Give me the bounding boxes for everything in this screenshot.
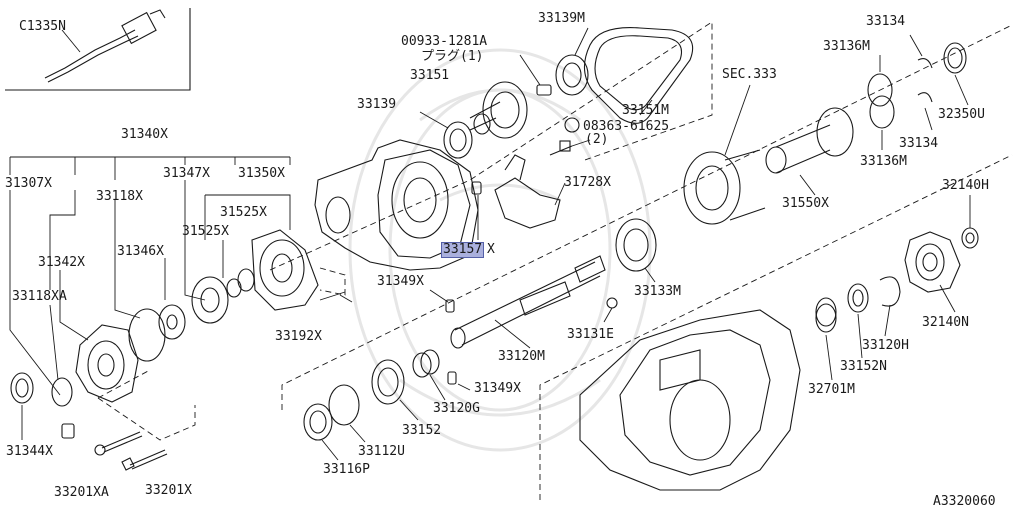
- o-rings: [226, 268, 255, 298]
- label-08363-61625: 08363-61625: [583, 119, 670, 134]
- assembly-guide-lines: [97, 21, 1013, 500]
- gear-33133m: [615, 218, 657, 283]
- label-c1335n: C1335N: [19, 19, 66, 34]
- label-33157-suffix: X: [487, 242, 495, 257]
- label-33139: 33139: [357, 97, 397, 112]
- oil-seal-31344x: [10, 372, 34, 404]
- label-31728x: 31728X: [564, 175, 611, 190]
- label-33120h: 33120H: [862, 338, 909, 353]
- label-32350u: 32350U: [938, 107, 985, 122]
- sealant-tube-inset: [5, 8, 191, 91]
- label-31550x: 31550X: [782, 196, 829, 211]
- label-33157-highlighted[interactable]: 33157: [440, 242, 485, 258]
- pin-33157: [471, 181, 482, 240]
- label-31307x: 31307X: [5, 176, 52, 191]
- label-00933-1281a: 00933-1281A: [401, 34, 488, 49]
- label-31349x-lower: 31349X: [474, 381, 521, 396]
- label-32140n: 32140N: [922, 315, 969, 330]
- snap-rings: [909, 34, 933, 131]
- watermark-logo: [348, 48, 652, 452]
- label-31525x-upper: 31525X: [220, 205, 267, 220]
- leader-33192x: [319, 291, 353, 303]
- snap-ring-33120h: [879, 276, 901, 337]
- rear-housing: [579, 309, 801, 491]
- plug: [519, 54, 552, 96]
- nut-32140h: [961, 195, 979, 249]
- label-plug-qty: プラグ(1): [421, 49, 484, 64]
- spacer-33112u: [328, 384, 366, 443]
- main-shaft: [450, 255, 606, 349]
- seal-33152n: [847, 283, 869, 359]
- label-33136m-lower: 33136M: [860, 154, 907, 169]
- pump-cover: [75, 324, 139, 403]
- label-33131e: 33131E: [567, 327, 614, 342]
- label-31342x: 31342X: [38, 255, 85, 270]
- label-31344x: 31344X: [6, 444, 53, 459]
- label-33151: 33151: [410, 68, 450, 83]
- bearing-33139m: [555, 27, 589, 96]
- label-32140h: 32140H: [942, 178, 989, 193]
- label-33151m: 33151M: [622, 103, 669, 118]
- label-33120m: 33120M: [498, 349, 545, 364]
- bearing-33116p: [303, 403, 339, 461]
- label-33192x: 33192X: [275, 329, 322, 344]
- label-sec333: SEC.333: [722, 67, 777, 82]
- group-bracket-31340x: [9, 156, 291, 440]
- label-31349x-upper: 31349X: [377, 274, 424, 289]
- washer-32350u: [943, 42, 969, 106]
- bearing-33152: [371, 359, 419, 421]
- label-33116p: 33116P: [323, 462, 370, 477]
- label-33118x: 33118X: [96, 189, 143, 204]
- label-32701m: 32701M: [808, 382, 855, 397]
- label-33152: 33152: [402, 423, 442, 438]
- label-bolt-qty: (2): [585, 132, 609, 147]
- label-33134-upper: 33134: [866, 14, 906, 29]
- label-33120g: 33120G: [433, 401, 480, 416]
- label-31346x: 31346X: [117, 244, 164, 259]
- bolt-08363: [549, 117, 591, 156]
- label-33201x: 33201X: [145, 483, 192, 498]
- label-31525x-lower: 31525X: [182, 224, 229, 239]
- label-33136m-upper: 33136M: [823, 39, 870, 54]
- output-shaft: [765, 107, 854, 196]
- needle-bearings: [867, 55, 895, 150]
- bearing-33139: [419, 111, 473, 159]
- label-33139m: 33139M: [538, 11, 585, 26]
- label-33134-lower: 33134: [899, 136, 939, 151]
- label-33112u: 33112U: [358, 444, 405, 459]
- bolts-33201x: [94, 431, 168, 471]
- label-31340x: 31340X: [121, 127, 168, 142]
- label-33118xa: 33118XA: [12, 289, 67, 304]
- oil-pump-housing: [251, 229, 319, 311]
- plug-lower: [61, 423, 75, 439]
- gasket: [128, 308, 166, 362]
- pump-gears: [158, 276, 229, 340]
- ball-33131e: [603, 297, 618, 323]
- pins-31349x: [429, 289, 471, 391]
- shift-fork: [494, 154, 566, 229]
- spring-32701m: [815, 297, 837, 381]
- sprocket-gear-33151: [469, 81, 528, 139]
- diagram-id-code: A3320060: [933, 494, 996, 509]
- seal-ring-33118xa: [51, 377, 73, 407]
- companion-flange: [904, 231, 961, 313]
- label-31350x: 31350X: [238, 166, 285, 181]
- spacer-33120g: [412, 349, 446, 401]
- label-31347x: 31347X: [163, 166, 210, 181]
- label-33152n: 33152N: [840, 359, 887, 374]
- drum-sec333: [683, 84, 766, 225]
- label-33201xa: 33201XA: [54, 485, 109, 500]
- label-33133m: 33133M: [634, 284, 681, 299]
